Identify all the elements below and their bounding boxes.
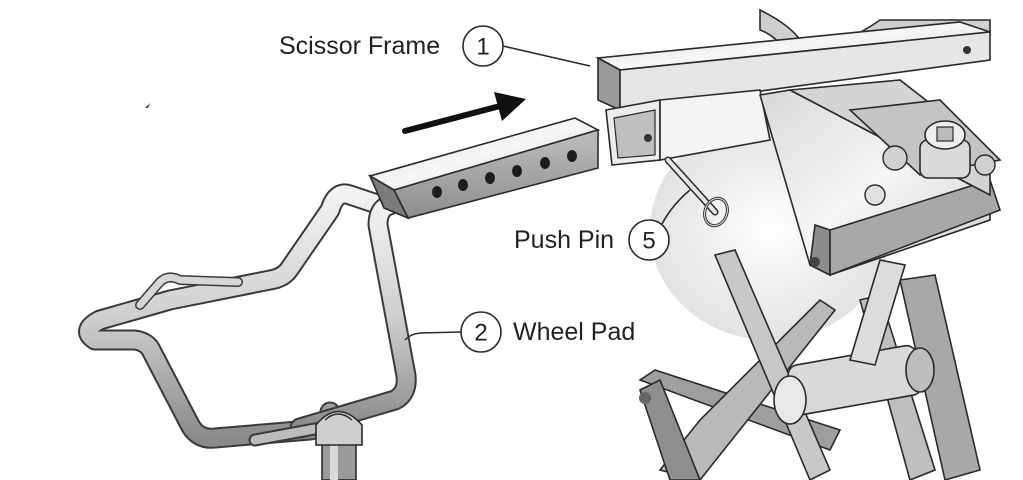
callout-number-5: 5 bbox=[642, 228, 655, 255]
callout-circle-5 bbox=[628, 219, 670, 261]
direction-arrow bbox=[402, 92, 526, 134]
scissor-lift-assembly bbox=[595, 8, 1002, 480]
scissor-frame bbox=[595, 8, 1002, 277]
callout-circle-2 bbox=[460, 311, 502, 353]
callout-scissor-frame: Scissor Frame 1 bbox=[279, 25, 591, 67]
wheel-pad-tube bbox=[78, 183, 417, 449]
callout-wheel-pad: 2 Wheel Pad bbox=[404, 311, 635, 353]
callout-label-scissor-frame: Scissor Frame bbox=[279, 32, 440, 60]
scissor-arms bbox=[638, 249, 981, 480]
leader-line-push-pin bbox=[661, 189, 691, 225]
callout-number-1: 1 bbox=[476, 34, 489, 61]
push-pin bbox=[664, 156, 729, 228]
callout-number-2: 2 bbox=[474, 320, 487, 347]
wheel-pad-stand bbox=[315, 410, 363, 480]
callout-push-pin: Push Pin 5 bbox=[514, 189, 691, 261]
leader-line-wheel-pad bbox=[404, 331, 462, 341]
adjustment-holes bbox=[432, 150, 577, 198]
callout-label-push-pin: Push Pin bbox=[514, 226, 614, 254]
leader-line-scissor-frame bbox=[502, 45, 591, 67]
wheel-pad-assembly bbox=[78, 117, 601, 480]
callout-label-wheel-pad: Wheel Pad bbox=[513, 318, 635, 346]
wheel-pad-square-tube bbox=[367, 117, 601, 220]
stray-mark bbox=[145, 103, 150, 108]
